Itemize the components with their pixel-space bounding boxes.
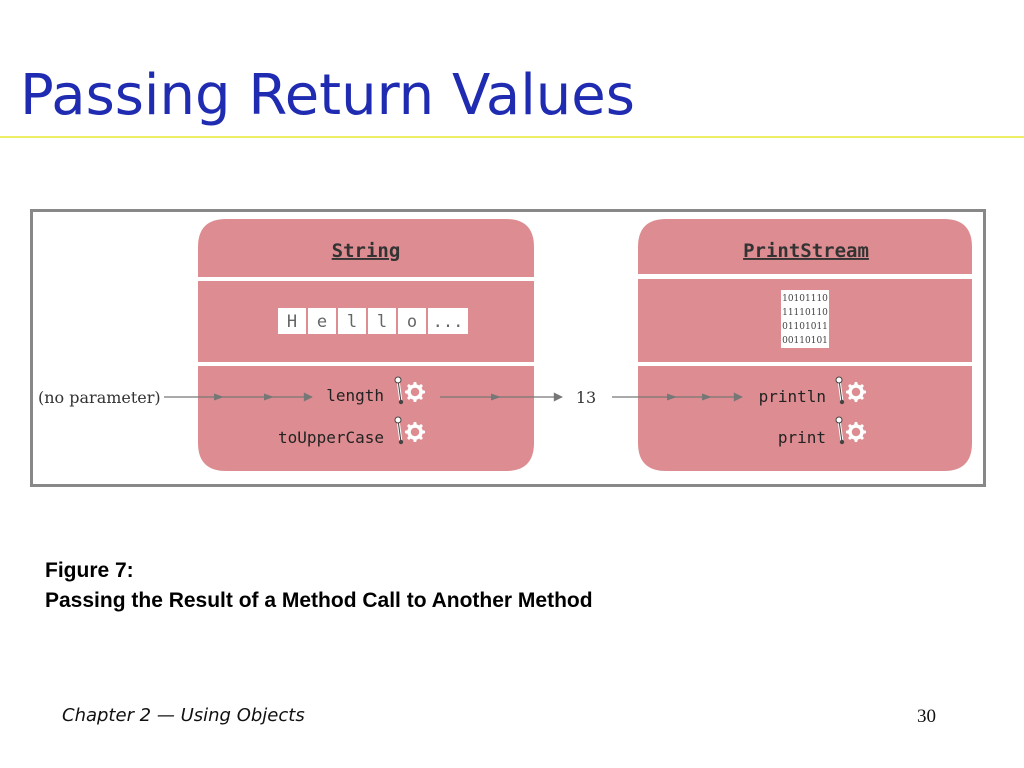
string-char-cell: o — [407, 312, 417, 332]
slide-title: Passing Return Values — [20, 63, 635, 128]
return-value-label: 13 — [576, 388, 596, 407]
figure-caption: Figure 7: Passing the Result of a Method… — [45, 556, 593, 616]
title-divider — [0, 136, 1024, 138]
string-char-cell: l — [377, 312, 387, 332]
string-char-cells: H e l l o ... — [278, 308, 468, 334]
printstream-object: PrintStream 10101110 11110110 01101011 0… — [638, 219, 972, 471]
string-char-cell: H — [287, 312, 297, 332]
string-char-cell: e — [317, 312, 327, 332]
figure-label: Figure 7: — [45, 559, 134, 582]
binary-data-block — [781, 290, 829, 348]
binary-row: 11110110 — [782, 308, 828, 318]
binary-row: 10101110 — [782, 294, 828, 304]
string-char-cell: l — [347, 312, 357, 332]
method-length: length — [326, 386, 384, 405]
method-touppercase: toUpperCase — [278, 428, 384, 447]
figure-description: Passing the Result of a Method Call to A… — [45, 589, 593, 612]
page-number: 30 — [917, 706, 936, 727]
string-object: String H e l l o ... length toUpperCase — [198, 219, 534, 471]
printstream-class-title: PrintStream — [743, 240, 869, 262]
footer-chapter: Chapter 2 — Using Objects — [62, 705, 305, 726]
string-class-title: String — [332, 240, 401, 262]
method-print: print — [778, 428, 826, 447]
method-println: println — [759, 387, 826, 406]
arrow-ticks — [214, 393, 712, 401]
binary-row: 01101011 — [782, 322, 828, 332]
method-call-diagram: String H e l l o ... length toUpperCase … — [30, 209, 986, 487]
string-char-cell: ... — [433, 312, 464, 332]
binary-row: 00110101 — [782, 336, 828, 346]
no-parameter-label: (no parameter) — [38, 388, 161, 407]
